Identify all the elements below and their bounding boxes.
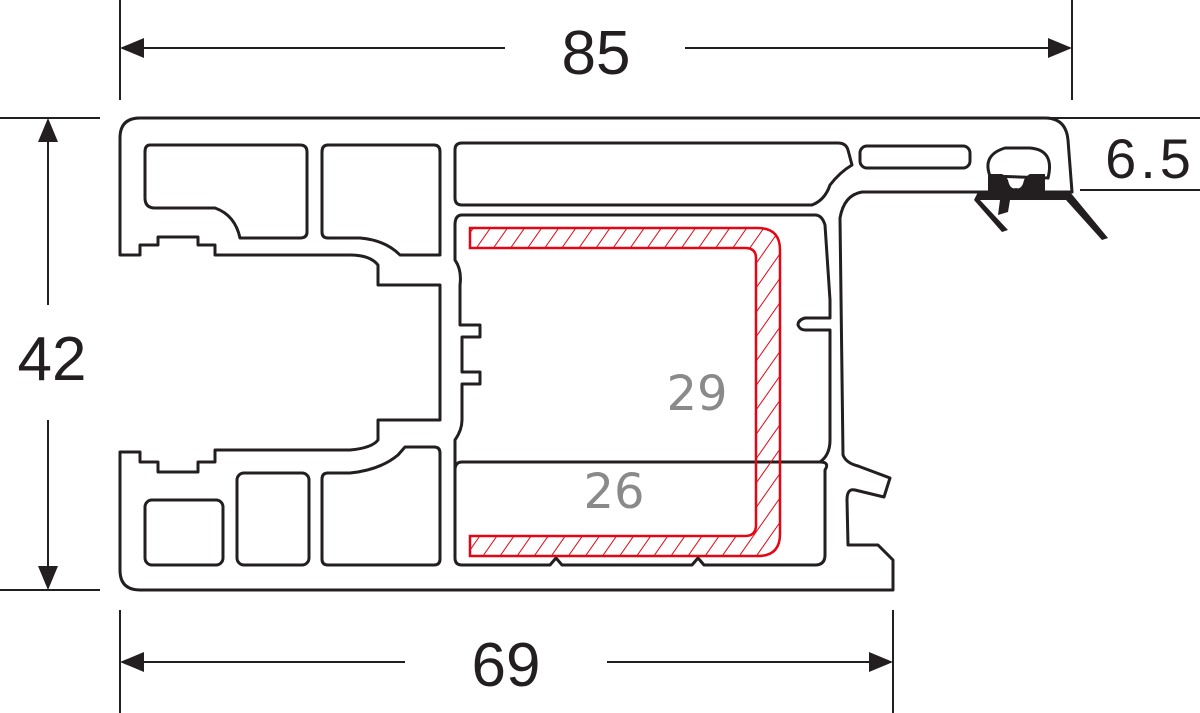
dimension-6-5: 6.5 (1050, 117, 1200, 191)
dimension-label-6-5: 6.5 (1105, 127, 1195, 190)
dimension-42: 42 (0, 117, 100, 591)
profile-chambers (143, 141, 972, 567)
dimension-label-85: 85 (562, 19, 631, 88)
profile-outline (118, 116, 1074, 592)
dimension-label-69: 69 (472, 631, 541, 700)
gasket-seal (974, 146, 1108, 240)
dimension-85: 85 (119, 0, 1073, 100)
reinforcement-height-label: 29 (666, 366, 727, 422)
reinforcement-width-label: 26 (583, 464, 644, 520)
steel-reinforcement (468, 226, 782, 558)
dimension-69: 69 (119, 610, 894, 713)
dimension-label-42: 42 (18, 325, 87, 394)
